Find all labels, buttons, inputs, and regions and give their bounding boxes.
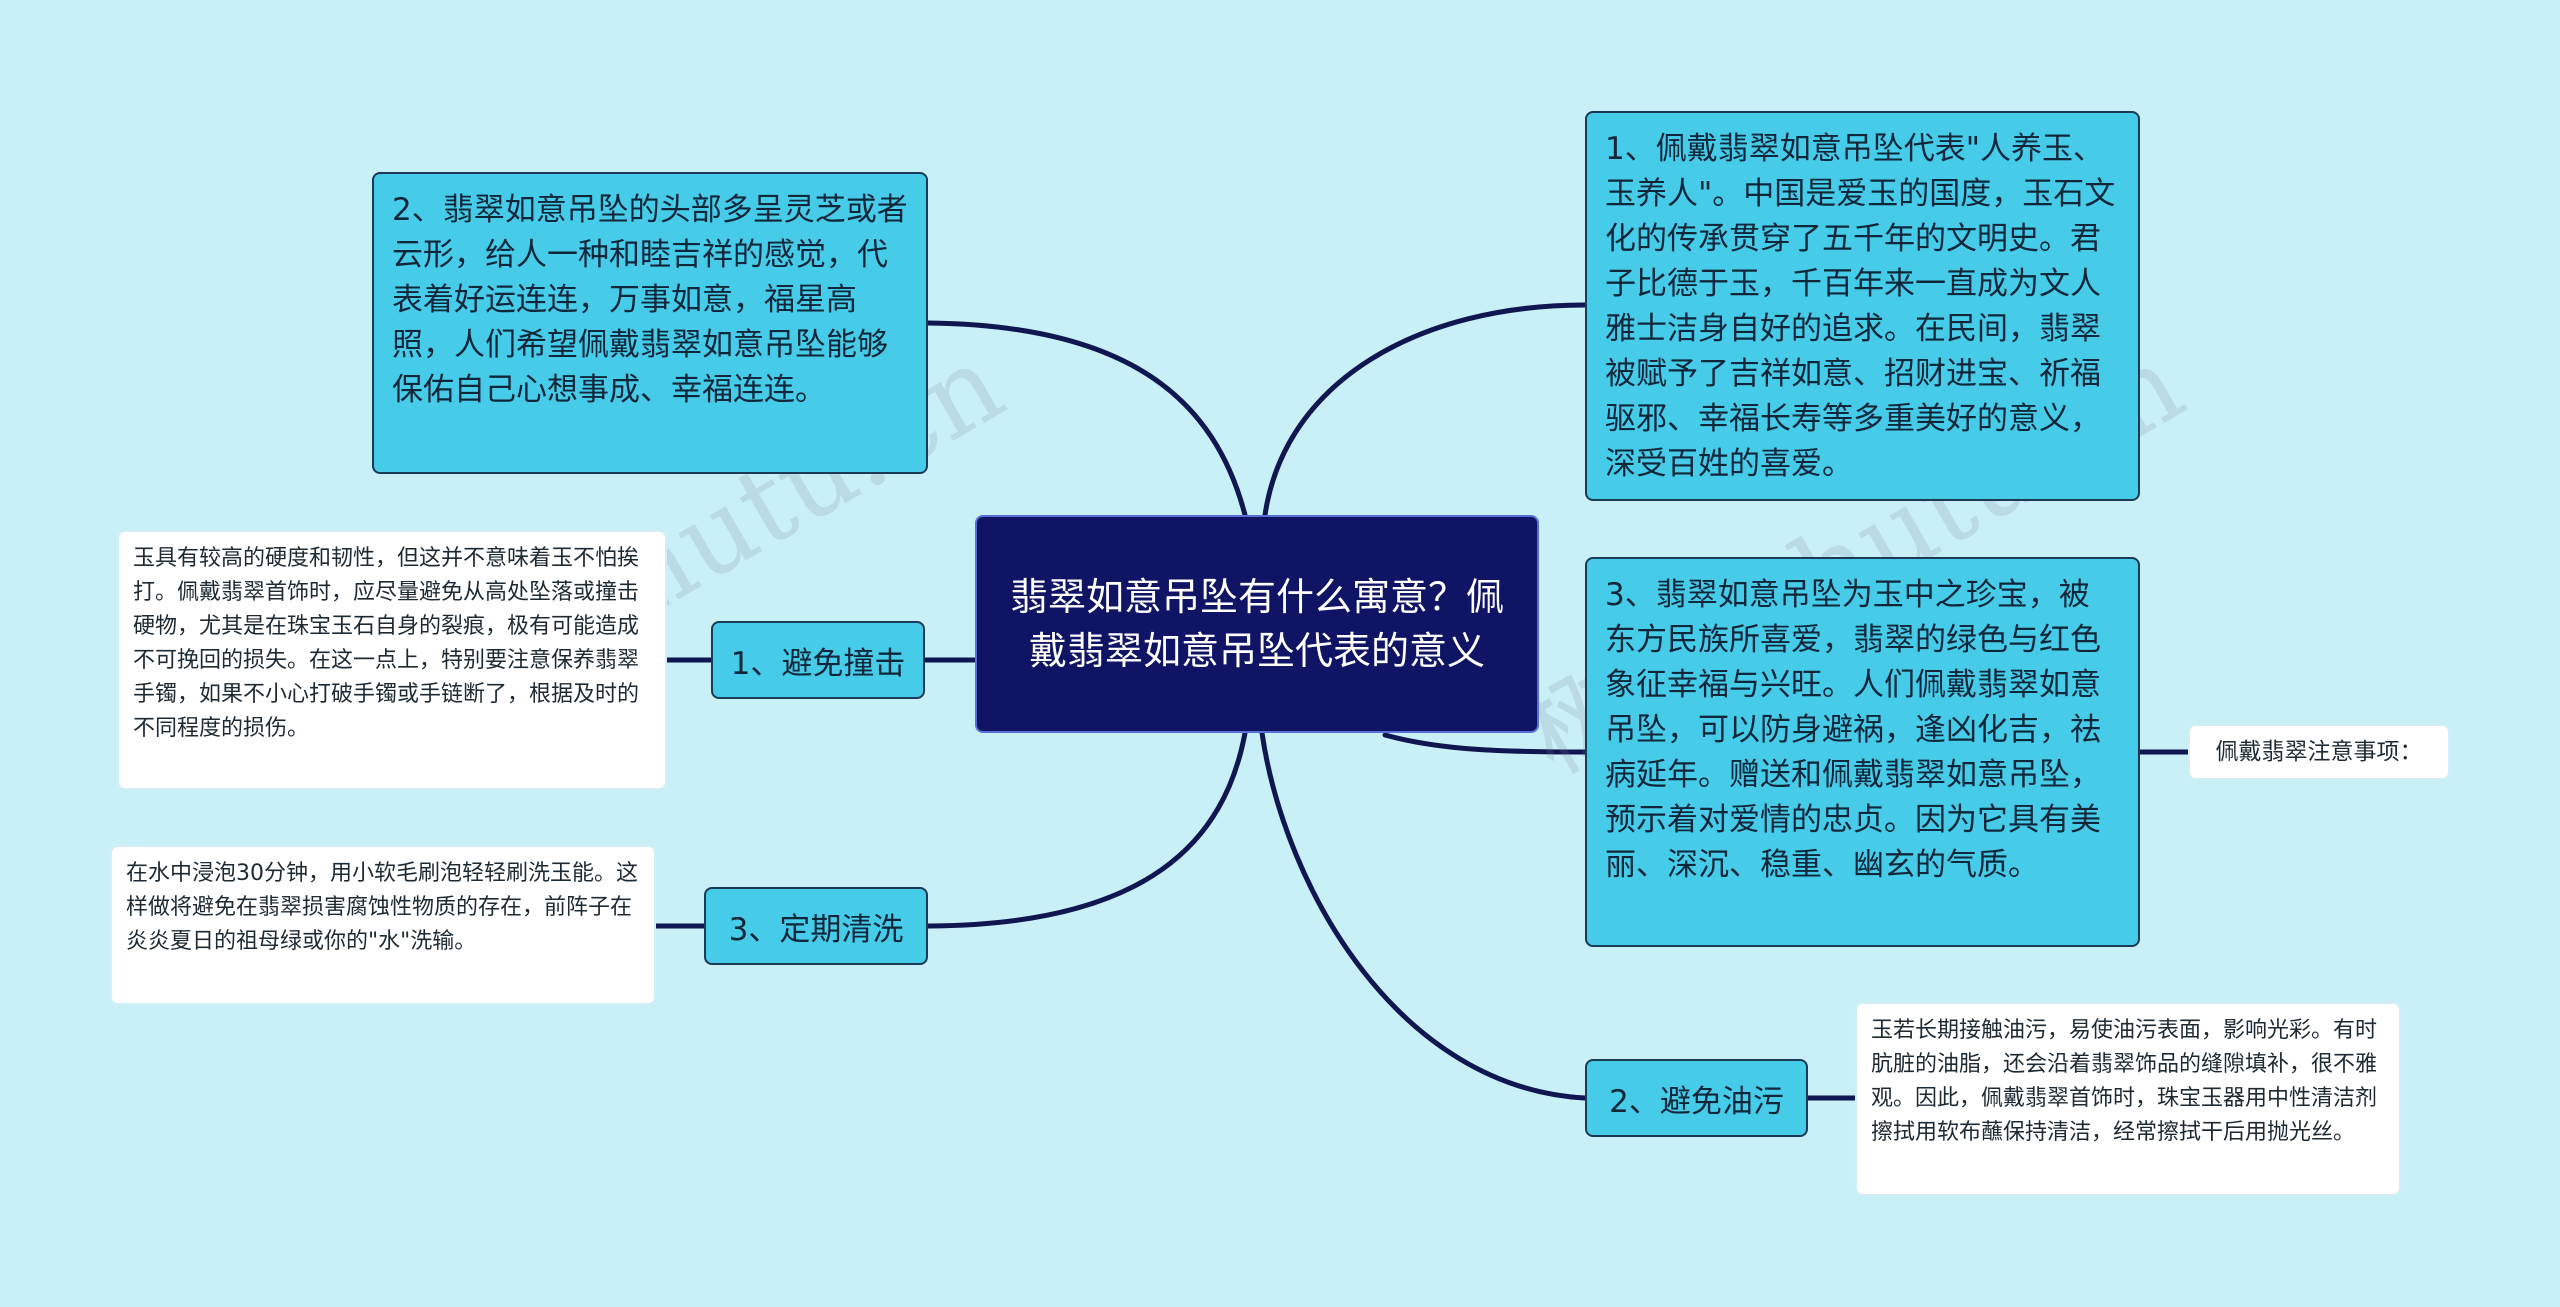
care-detail-avoid-impact[interactable]: 玉具有较高的硬度和韧性，但这并不意味着玉不怕挨打。佩戴翡翠首饰时，应尽量避免从高… [117,530,667,790]
care-item-clean[interactable]: 3、定期清洗 [704,887,928,965]
care-item-avoid-impact[interactable]: 1、避免撞击 [711,621,925,699]
central-topic[interactable]: 翡翠如意吊坠有什么寓意？佩戴翡翠如意吊坠代表的意义 [975,515,1539,733]
care-item-clean-label: 3、定期清洗 [728,911,904,948]
care-item-avoid-oil[interactable]: 2、避免油污 [1585,1059,1808,1137]
care-detail-avoid-impact-text: 玉具有较高的硬度和韧性，但这并不意味着玉不怕挨打。佩戴翡翠首饰时，应尽量避免从高… [133,546,640,741]
branch-left-2-text: 2、翡翠如意吊坠的头部多呈灵芝或者云形，给人一种和睦吉祥的感觉，代表着好运连连，… [392,192,908,408]
branch-right-1[interactable]: 1、佩戴翡翠如意吊坠代表"人养玉、玉养人"。中国是爱玉的国度，玉石文化的传承贯穿… [1585,111,2140,501]
branch-right-3-text: 3、翡翠如意吊坠为玉中之珍宝，被东方民族所喜爱，翡翠的绿色与红色象征幸福与兴旺。… [1605,577,2101,883]
branch-right-3[interactable]: 3、翡翠如意吊坠为玉中之珍宝，被东方民族所喜爱，翡翠的绿色与红色象征幸福与兴旺。… [1585,557,2140,947]
branch-left-2[interactable]: 2、翡翠如意吊坠的头部多呈灵芝或者云形，给人一种和睦吉祥的感觉，代表着好运连连，… [372,172,928,474]
care-notes-label[interactable]: 佩戴翡翠注意事项： [2188,724,2450,780]
link-center-to-avoid-oil [1259,730,1588,1101]
link-center-to-right-1 [1262,302,1588,518]
link-center-to-clean [925,730,1248,929]
care-detail-clean[interactable]: 在水中浸泡30分钟，用小软毛刷泡轻轻刷洗玉能。这样做将避免在翡翠损害腐蚀性物质的… [110,845,656,1005]
link-center-to-right-3 [1382,732,1588,755]
branch-right-1-text: 1、佩戴翡翠如意吊坠代表"人养玉、玉养人"。中国是爱玉的国度，玉石文化的传承贯穿… [1605,131,2116,482]
care-item-avoid-oil-label: 2、避免油污 [1609,1083,1784,1120]
care-notes-label-text: 佩戴翡翠注意事项： [2215,739,2423,765]
care-item-avoid-impact-label: 1、避免撞击 [730,645,906,682]
link-center-to-left-2 [925,320,1248,518]
care-detail-avoid-oil-text: 玉若长期接触油污，易使油污表面，影响光彩。有时肮脏的油脂，还会沿着翡翠饰品的缝隙… [1871,1018,2378,1145]
care-detail-avoid-oil[interactable]: 玉若长期接触油污，易使油污表面，影响光彩。有时肮脏的油脂，还会沿着翡翠饰品的缝隙… [1855,1002,2401,1196]
care-detail-clean-text: 在水中浸泡30分钟，用小软毛刷泡轻轻刷洗玉能。这样做将避免在翡翠损害腐蚀性物质的… [126,861,638,954]
central-topic-text: 翡翠如意吊坠有什么寓意？佩戴翡翠如意吊坠代表的意义 [1009,575,1504,673]
